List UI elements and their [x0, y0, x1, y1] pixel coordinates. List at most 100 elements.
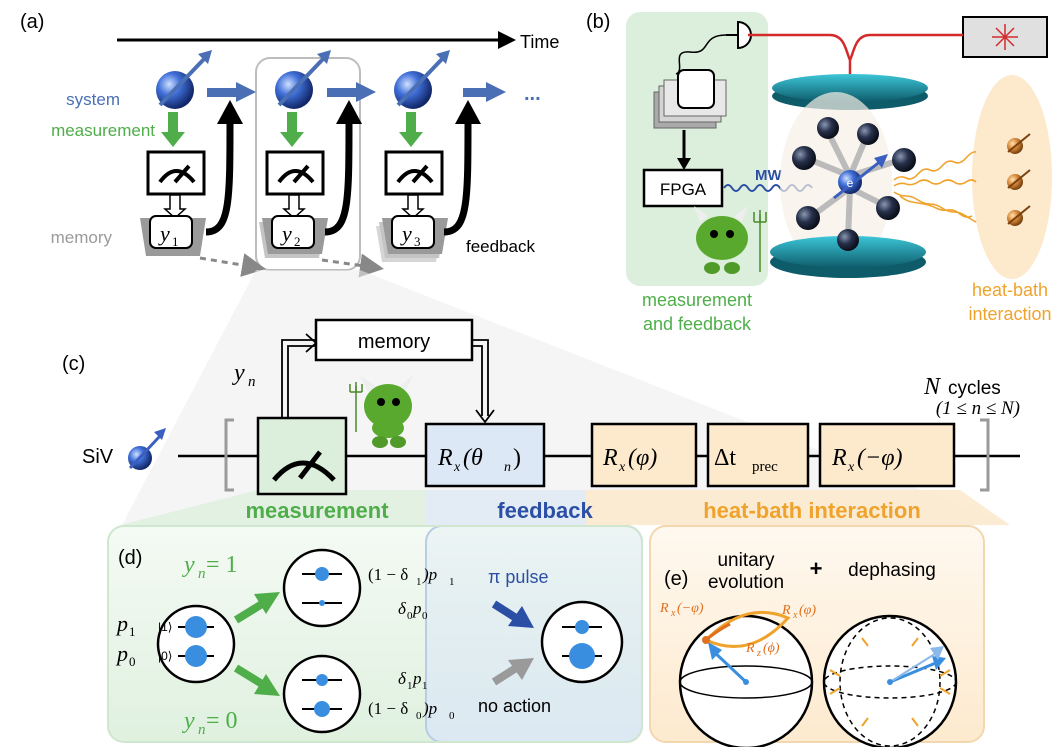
prob-top-b: δ — [398, 599, 407, 618]
rx-minus-phi-gate — [818, 422, 956, 488]
svg-text:p: p — [412, 599, 422, 618]
pi-pulse-arrow — [508, 606, 534, 628]
memory-label: memory — [51, 228, 113, 247]
svg-text:p: p — [412, 669, 422, 688]
precession-gate — [706, 422, 810, 488]
section-heatbath: heat-bath interaction — [703, 498, 921, 523]
svg-text:n: n — [504, 460, 511, 475]
electron-label: e — [847, 176, 854, 190]
svg-text:0: 0 — [416, 710, 422, 722]
siv-molecule: e — [792, 117, 916, 251]
laser-beam — [748, 33, 963, 63]
y2-label: y — [280, 221, 292, 246]
svg-text:0: 0 — [449, 710, 455, 722]
detector-icon — [726, 20, 752, 50]
rx-minus-phi-label: R — [831, 445, 847, 471]
svg-text:(φ): (φ) — [799, 603, 816, 618]
unitary-label-2: evolution — [708, 572, 784, 593]
svg-text:x: x — [792, 610, 798, 621]
svg-text:(φ): (φ) — [628, 445, 657, 471]
memory-box-label: memory — [358, 331, 430, 353]
time-label: Time — [520, 32, 559, 52]
initial-state — [156, 604, 236, 684]
svg-text:n: n — [198, 566, 206, 582]
y1-label: y — [158, 221, 170, 246]
svg-text:z: z — [756, 648, 761, 659]
heat-bath-links — [893, 151, 977, 223]
svg-text:n: n — [248, 374, 256, 390]
measure-to-memory — [281, 339, 316, 418]
r-phi-label: R — [781, 603, 791, 618]
feedback-arrow-1 — [205, 119, 234, 236]
plus-sign: + — [810, 556, 823, 581]
siv-label: SiV — [82, 446, 114, 468]
panel-label-a: (a) — [20, 11, 44, 33]
ket1-label: |1⟩ — [158, 620, 172, 634]
measurement-feedback-label-1: measurement — [642, 290, 752, 310]
memory-box — [314, 318, 474, 362]
time-arrowhead — [498, 31, 516, 49]
panel-label-b: (b) — [586, 11, 610, 33]
rx-phi-gate — [590, 422, 698, 488]
heat-bath-label-1: heat-bath — [972, 280, 1048, 300]
prob-bot-a: δ — [398, 669, 407, 688]
svg-text:x: x — [618, 460, 626, 475]
measurement-feedback-label-2: and feedback — [643, 314, 752, 334]
ellipsis: ... — [524, 83, 541, 105]
svg-text:= 0: = 0 — [206, 708, 238, 734]
section-measurement: measurement — [245, 498, 389, 523]
svg-text:(−φ): (−φ) — [677, 601, 704, 616]
svg-text:2: 2 — [294, 234, 301, 249]
svg-text:(θ: (θ — [463, 445, 483, 471]
svg-text:1: 1 — [407, 680, 413, 692]
demon-icon-b — [694, 206, 767, 274]
svg-text:1: 1 — [449, 576, 455, 588]
fpga-label: FPGA — [660, 180, 707, 199]
yn-label: y — [232, 360, 245, 386]
state-yn1 — [282, 548, 362, 628]
svg-text:1: 1 — [129, 624, 136, 639]
svg-text:1: 1 — [422, 680, 428, 692]
measurement-gate — [256, 416, 348, 496]
arrow-to-yn0 — [254, 674, 280, 696]
svg-text:3: 3 — [414, 234, 421, 249]
p0-label: p — [115, 641, 128, 666]
y3-label: y — [400, 221, 412, 246]
measurement-feedback-panel — [626, 12, 768, 286]
detector-cable — [675, 34, 727, 75]
rx-phi-label: R — [602, 445, 618, 471]
no-action-label: no action — [478, 696, 551, 716]
laser-star — [992, 24, 1018, 50]
memory-link-2 — [321, 253, 384, 278]
panel-label-e: (e) — [664, 568, 688, 590]
measurement-label: measurement — [51, 121, 155, 140]
no-action-arrow — [508, 658, 534, 680]
feedback-gate — [424, 422, 546, 488]
n-range-label: (1 ≤ n ≤ N) — [936, 398, 1020, 419]
n-cycles-N: N — [923, 374, 942, 400]
feedback-label: feedback — [466, 237, 535, 256]
stage-2: y 2 — [259, 50, 362, 258]
svg-text:prec: prec — [752, 459, 778, 475]
section-feedback: feedback — [497, 498, 593, 523]
n-cycles-label: cycles — [948, 378, 1001, 399]
spin-arrow-1 — [158, 56, 207, 107]
dephasing-label: dephasing — [848, 560, 936, 581]
memory-to-feedback — [472, 339, 489, 416]
heat-bath-label-2: interaction — [968, 304, 1051, 324]
yn1-label: y — [182, 552, 195, 578]
pi-pulse-label: π pulse — [488, 567, 548, 587]
svg-text:1: 1 — [416, 576, 422, 588]
svg-text:n: n — [198, 722, 206, 738]
demon-icon-c — [349, 374, 414, 448]
svg-text:): ) — [513, 445, 521, 471]
mw-label: MW — [755, 167, 782, 184]
unitary-label-1: unitary — [717, 550, 775, 571]
bloch-sphere-dephasing — [822, 614, 958, 750]
blue-time-arrows — [207, 82, 506, 102]
measure-arrow-1 — [161, 132, 185, 147]
svg-text:0: 0 — [407, 610, 413, 622]
yn0-label: y — [182, 708, 195, 734]
p1-label: p — [115, 611, 128, 636]
